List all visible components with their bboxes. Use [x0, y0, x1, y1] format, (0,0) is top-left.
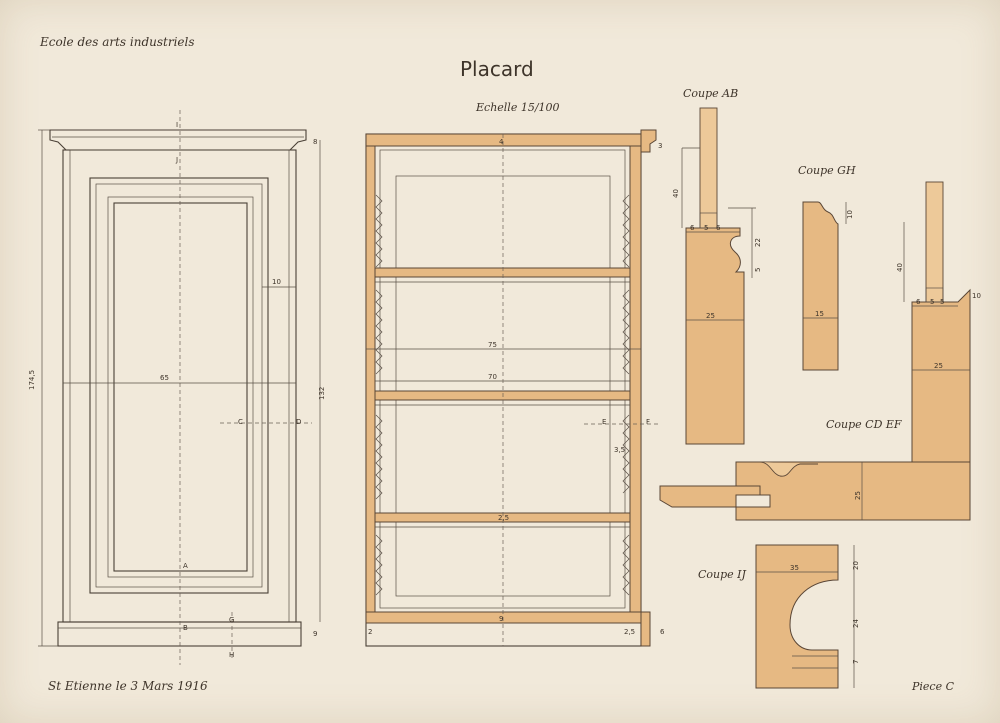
piece-label: Piece C — [911, 680, 955, 693]
section-ij-label: Coupe IJ — [698, 568, 747, 581]
dim-ab-c: 6 — [716, 224, 721, 232]
dim-cd-c: 5 — [940, 298, 944, 306]
dim-cd-height: 40 — [896, 263, 904, 272]
dim-front-top: 8 — [313, 138, 317, 146]
section-ab-label: Coupe AB — [683, 87, 738, 100]
dim-ij-small: 7 — [852, 660, 860, 664]
dim-open-cornice: 3 — [658, 142, 662, 150]
dim-open-mid: 3,5 — [614, 446, 625, 454]
page-title: Placard — [460, 57, 534, 81]
marker-j: J — [175, 156, 178, 164]
marker-a: A — [183, 562, 188, 570]
section-gh-label: Coupe GH — [798, 164, 856, 177]
section-cdef-label: Coupe CD EF — [826, 418, 902, 431]
dim-front-width: 65 — [160, 374, 169, 382]
section-ab: Coupe AB 40 6 5 6 22 5 25 — [672, 87, 762, 445]
dim-gh-width: 15 — [815, 310, 824, 318]
dim-ab-width: 25 — [706, 312, 715, 320]
dim-cd-d: 10 — [972, 292, 981, 300]
dim-cd-base: 25 — [854, 491, 862, 500]
dim-open-side: 2,5 — [624, 628, 635, 636]
marker-g: G — [229, 616, 234, 624]
marker-h: H — [229, 651, 234, 659]
dim-ab-d: 22 — [754, 238, 762, 247]
section-ij: Coupe IJ 35 20 24 7 — [698, 544, 860, 689]
dim-front-inner-height: 132 — [318, 387, 326, 400]
dim-ij-width: 35 — [790, 564, 799, 572]
marker-d: D — [296, 418, 301, 426]
dim-ab-a: 6 — [690, 224, 695, 232]
marker-e: E — [602, 418, 606, 426]
dim-ab-b: 5 — [704, 224, 708, 232]
marker-i: I — [176, 121, 178, 129]
marker-c: C — [238, 418, 243, 426]
dim-open-post: 2 — [368, 628, 372, 636]
dim-open-shelf: 2,5 — [498, 514, 509, 522]
dim-open-inner: 70 — [488, 373, 497, 381]
dim-front-height: 174,5 — [28, 370, 36, 390]
dim-front-stile: 10 — [272, 278, 281, 286]
dim-open-outer: 75 — [488, 341, 497, 349]
open-view: 75 70 4 9 2,5 2 2,5 3,5 6 3 E F — [365, 129, 665, 647]
marker-b: B — [183, 624, 188, 632]
dim-front-base: 9 — [313, 630, 317, 638]
section-cdef: Coupe CD EF 40 6 5 5 10 25 25 — [659, 181, 981, 521]
scale-label: Echelle 15/100 — [475, 101, 560, 114]
dim-open-top: 4 — [499, 138, 504, 146]
marker-f: F — [646, 418, 650, 426]
section-gh: Coupe GH 15 10 — [798, 164, 856, 371]
front-elevation: 65 174,5 132 8 9 10 I J C D A B G H — [28, 110, 326, 665]
dim-ab-height: 40 — [672, 189, 680, 198]
dim-open-bottom: 9 — [499, 615, 503, 623]
dim-ij-top: 20 — [852, 561, 860, 570]
dim-cd-width: 25 — [934, 362, 943, 370]
dim-gh-top: 10 — [846, 210, 854, 219]
place-date: St Etienne le 3 Mars 1916 — [48, 679, 208, 693]
school-name: Ecole des arts industriels — [39, 35, 195, 49]
dim-cd-b: 5 — [930, 298, 934, 306]
dim-cd-a: 6 — [916, 298, 921, 306]
dim-ij-mid: 24 — [852, 619, 860, 628]
dim-open-right-base: 6 — [660, 628, 665, 636]
dim-ab-e: 5 — [754, 268, 762, 272]
